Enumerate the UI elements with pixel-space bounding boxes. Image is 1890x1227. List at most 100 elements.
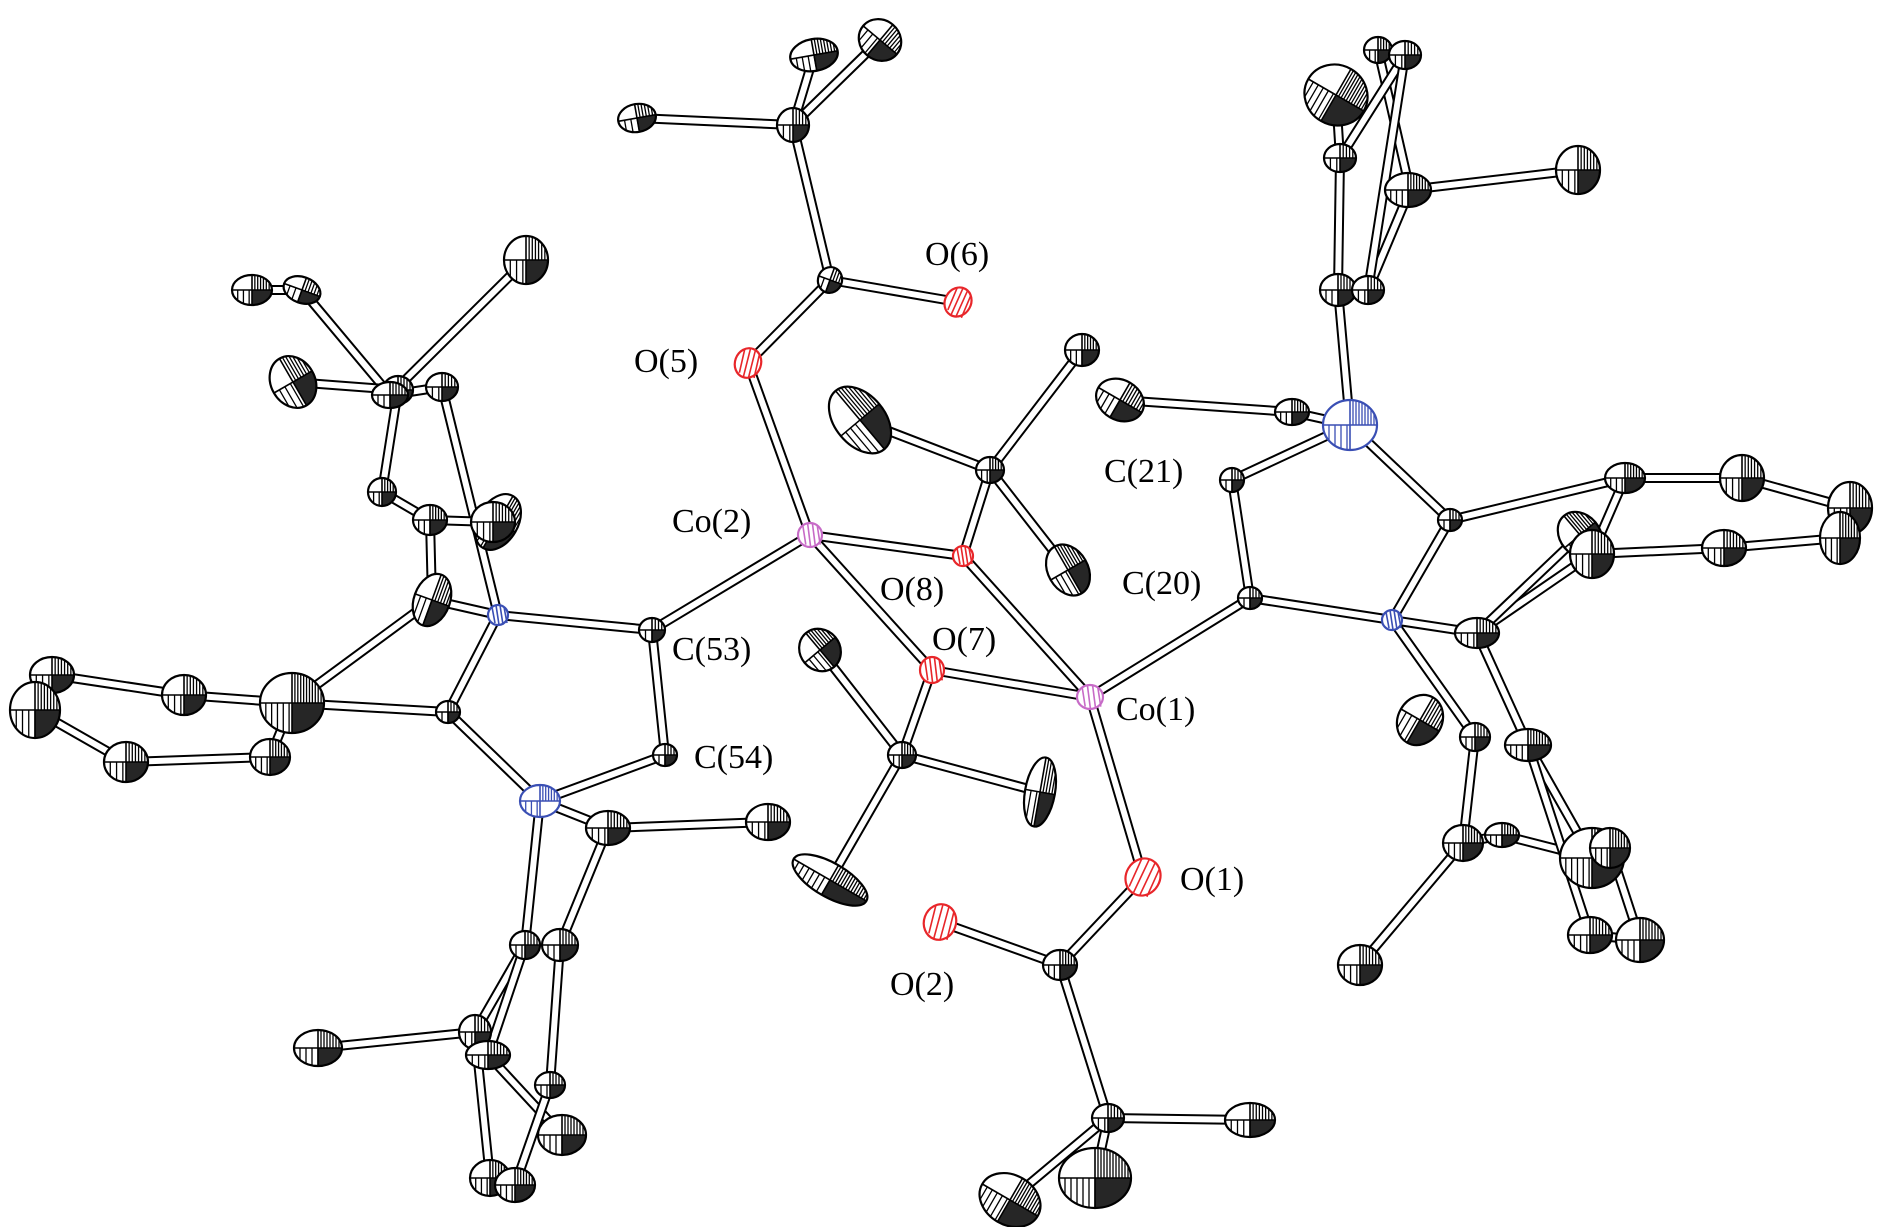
bond-co2-o7: [805, 530, 937, 675]
bond-r4-r11: [1363, 50, 1410, 295]
atom-c1q: [1090, 1102, 1126, 1134]
label-c53: C(53): [672, 631, 751, 668]
atom-l22: [540, 927, 580, 963]
atom-l14: [160, 673, 208, 717]
atom-r27: [1566, 915, 1614, 955]
label-c20: C(20): [1122, 565, 1201, 602]
atom-l29: [464, 1039, 512, 1071]
bond-c7q-c7m2: [897, 750, 1045, 797]
atom-l24: [292, 1028, 344, 1068]
bond-c53-c54: [647, 625, 670, 760]
atom-o1: [1124, 857, 1162, 898]
atom-r26: [1588, 826, 1632, 870]
bond-co1-c20: [1085, 593, 1255, 702]
bond-co2-o5: [743, 358, 815, 540]
bond-l22-l25: [545, 940, 565, 1090]
label-o2: O(2): [890, 966, 954, 1003]
atom-c20: [1236, 585, 1264, 611]
atom-l25: [533, 1070, 567, 1100]
atom-r9: [1303, 63, 1369, 127]
bond-r19-r12: [1472, 530, 1585, 638]
bond-l8-l6: [297, 285, 395, 400]
atom-r16: [1700, 528, 1748, 568]
label-o1: O(1): [1180, 861, 1244, 898]
bonds-layer: [30, 35, 1855, 1205]
atom-r5: [1322, 142, 1358, 174]
bond-c20-n1: [1245, 593, 1397, 625]
atom-c7m3: [791, 853, 869, 907]
atom-c54: [651, 742, 679, 768]
bond-c1a-c1q: [1055, 960, 1113, 1123]
bond-co1-o8: [958, 551, 1095, 702]
atom-c7q: [886, 740, 918, 770]
atom-n1: [1380, 608, 1404, 632]
atom-r14: [1568, 528, 1616, 580]
bond-co2-o8: [805, 530, 968, 561]
atom-l3: [366, 476, 398, 508]
bond-l23-l24: [313, 1027, 480, 1053]
bond-co2-c53: [647, 530, 815, 635]
atom-c8m2: [1063, 332, 1101, 368]
atom-r11: [1387, 39, 1423, 71]
bond-l21-l29: [483, 940, 530, 1060]
atom-o8: [951, 544, 975, 568]
atom-c8m3: [1044, 543, 1092, 597]
atom-l20: [744, 802, 792, 842]
bond-r24-r29: [1355, 838, 1468, 970]
bond-c1a-o2: [935, 917, 1065, 970]
atom-r28: [1614, 916, 1666, 964]
atom-l6: [282, 275, 322, 305]
atom-n4: [518, 783, 562, 819]
label-o8: O(8): [880, 571, 944, 608]
label-co2: Co(2): [672, 503, 751, 540]
atom-r7: [1383, 171, 1433, 209]
label-co1: Co(1): [1116, 691, 1195, 728]
bond-c8q-c8m2: [985, 345, 1087, 475]
atom-r20: [1395, 693, 1445, 747]
atom-r3: [1318, 272, 1358, 308]
labels-layer: O(6) O(5) Co(2) O(8) O(7) C(53) C(54) C(…: [634, 236, 1244, 1003]
bond-o1-c1a: [1055, 872, 1148, 970]
atom-o6: [943, 286, 973, 319]
bond-l19-l22: [555, 823, 613, 950]
label-o7: O(7): [932, 621, 996, 658]
atom-r24: [1441, 823, 1485, 863]
bond-o8-c8q: [958, 465, 995, 561]
atom-l2: [411, 503, 449, 537]
bond-l17-l18: [121, 752, 275, 767]
bond-l8-l9: [385, 255, 531, 400]
atom-l5: [268, 355, 318, 409]
bond-c5a-o6: [825, 275, 963, 307]
atom-r23: [1483, 821, 1521, 849]
atom-l1: [411, 572, 453, 628]
atom-c5m2: [789, 37, 839, 73]
atom-l12: [469, 500, 517, 544]
atom-c7m1: [798, 627, 842, 673]
bond-c20-c21: [1227, 475, 1255, 603]
bond-o7-c7q: [897, 665, 937, 760]
atom-r10: [1362, 35, 1394, 65]
bond-n4-l21: [520, 796, 545, 950]
atom-r4: [1350, 274, 1386, 306]
bond-r19-r22: [1472, 628, 1533, 750]
atom-l28: [493, 1166, 537, 1204]
bond-c52-n3: [443, 610, 503, 717]
bond-n1-r21: [1387, 615, 1480, 742]
bond-r7-r8: [1403, 165, 1583, 195]
atom-r29: [1336, 943, 1384, 987]
bond-r27-r22: [1523, 740, 1595, 940]
atom-c1m2: [978, 1171, 1042, 1227]
label-o6: O(6): [925, 236, 989, 273]
bond-c5q-c5m1: [632, 113, 798, 130]
atom-c19: [1436, 507, 1464, 533]
atom-c1m3: [1057, 1146, 1133, 1210]
atom-c5a: [816, 266, 844, 294]
bond-co1-o7: [927, 665, 1095, 702]
atom-l7: [230, 273, 274, 307]
bond-n3-l11: [437, 382, 503, 620]
atom-l19: [584, 809, 632, 847]
atom-l9: [502, 234, 550, 286]
atom-c8m1: [827, 385, 893, 455]
